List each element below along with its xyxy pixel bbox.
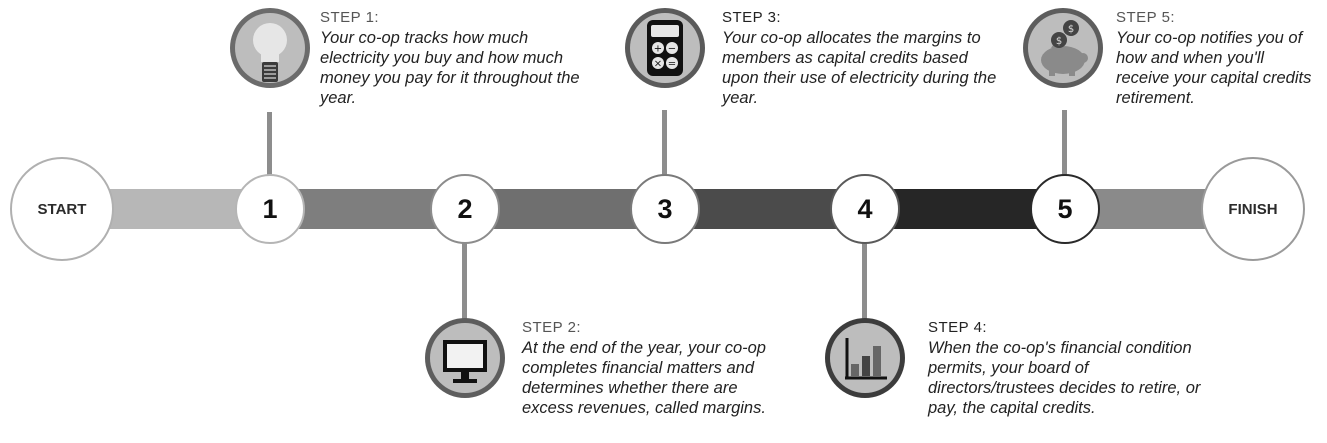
step-1-text: Your co-op tracks how much electricity y… (320, 29, 580, 107)
step-node-3: 3 (630, 174, 700, 244)
step-number-5: 5 (1057, 193, 1073, 224)
start-label: START (37, 200, 87, 218)
step-4-block: STEP 4: When the co-op's financial condi… (928, 318, 1218, 418)
svg-text:−: − (668, 44, 676, 55)
calculator-icon: + − × = (623, 6, 707, 90)
svg-text:$: $ (1068, 24, 1074, 35)
start-circle: START (10, 157, 114, 261)
step-number-4: 4 (857, 193, 873, 224)
connector-step-5 (1062, 110, 1067, 178)
step-node-1: 1 (235, 174, 305, 244)
step-3-text: Your co-op allocates the margins to memb… (722, 29, 997, 107)
computer-monitor-icon (423, 316, 507, 400)
svg-text:$: $ (1056, 36, 1062, 47)
connector-step-2 (462, 240, 467, 325)
step-2-text: At the end of the year, your co-op compl… (522, 339, 766, 417)
bar-chart-icon (823, 316, 907, 400)
svg-text:=: = (668, 59, 676, 70)
step-number-3: 3 (657, 193, 673, 224)
step-4-text: When the co-op's financial condition per… (928, 339, 1201, 417)
step-2-label: STEP 2: (522, 319, 582, 336)
lightbulb-icon (228, 6, 312, 90)
connector-step-4 (862, 240, 867, 325)
step-number-2: 2 (457, 193, 473, 224)
step-5-text: Your co-op notifies you of how and when … (1116, 29, 1312, 107)
step-3-label: STEP 3: (722, 9, 782, 26)
connector-step-1 (267, 112, 272, 178)
finish-circle: FINISH (1201, 157, 1305, 261)
svg-text:×: × (654, 59, 662, 70)
step-5-label: STEP 5: (1116, 9, 1176, 26)
step-5-block: STEP 5: Your co-op notifies you of how a… (1116, 8, 1321, 108)
step-4-label: STEP 4: (928, 319, 988, 336)
connector-step-3 (662, 110, 667, 178)
step-node-2: 2 (430, 174, 500, 244)
step-number-1: 1 (262, 193, 278, 224)
step-3-block: STEP 3: Your co-op allocates the margins… (722, 8, 1007, 108)
finish-label: FINISH (1228, 200, 1278, 218)
svg-text:+: + (654, 44, 662, 55)
step-2-block: STEP 2: At the end of the year, your co-… (522, 318, 777, 418)
step-node-5: 5 (1030, 174, 1100, 244)
piggy-bank-icon: $ $ (1021, 6, 1105, 90)
step-1-block: STEP 1: Your co-op tracks how much elect… (320, 8, 595, 108)
step-1-label: STEP 1: (320, 9, 380, 26)
step-node-4: 4 (830, 174, 900, 244)
